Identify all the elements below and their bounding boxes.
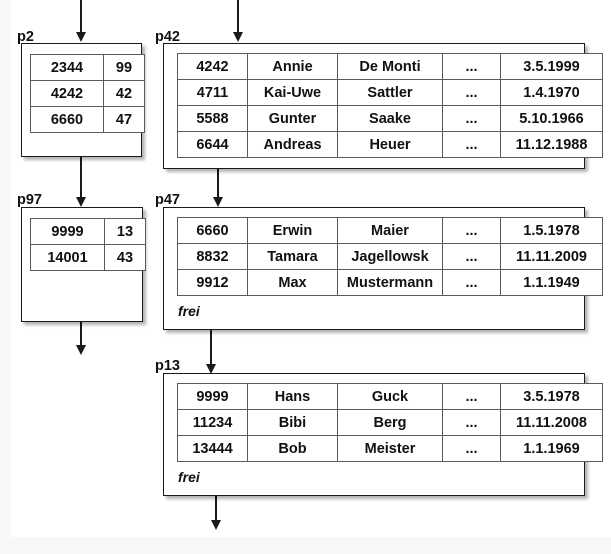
cell-lastname: Saake bbox=[337, 105, 443, 132]
cell-date: 5.10.1966 bbox=[500, 105, 603, 132]
table-row[interactable]: 6644 Andreas Heuer ... 11.12.1988 bbox=[177, 131, 603, 158]
free-space-label: frei bbox=[178, 469, 200, 485]
cell-more: ... bbox=[442, 383, 501, 410]
cell-id: 6644 bbox=[177, 131, 248, 158]
cell-more: ... bbox=[442, 217, 501, 244]
cell-date: 11.11.2009 bbox=[500, 243, 603, 270]
cell-more: ... bbox=[442, 131, 501, 158]
arrow-into-p42 bbox=[237, 0, 239, 33]
cell-id: 5588 bbox=[177, 105, 248, 132]
cell-firstname: Max bbox=[247, 269, 338, 296]
table-row[interactable]: 8832 Tamara Jagellowsk ... 11.11.2009 bbox=[177, 243, 603, 270]
block-p2[interactable]: 2344 99 4242 42 6660 47 bbox=[21, 43, 145, 157]
cell-date: 3.5.1978 bbox=[500, 383, 603, 410]
cell-more: ... bbox=[442, 243, 501, 270]
cell-firstname: Andreas bbox=[247, 131, 338, 158]
cell-date: 1.5.1978 bbox=[500, 217, 603, 244]
table-row[interactable]: 4711 Kai-Uwe Sattler ... 1.4.1970 bbox=[177, 79, 603, 106]
block-label-p97: p97 bbox=[17, 192, 42, 208]
table-row[interactable]: 9999 Hans Guck ... 3.5.1978 bbox=[177, 383, 603, 410]
cell-lastname: Maier bbox=[337, 217, 443, 244]
cell-more: ... bbox=[442, 409, 501, 436]
table-row[interactable]: 5588 Gunter Saake ... 5.10.1966 bbox=[177, 105, 603, 132]
cell-pointer: 47 bbox=[103, 106, 145, 133]
table-p13: 9999 Hans Guck ... 3.5.1978 11234 Bibi B… bbox=[177, 383, 603, 462]
block-label-p47: p47 bbox=[155, 192, 180, 208]
cell-date: 3.5.1999 bbox=[500, 53, 603, 80]
cell-date: 1.1.1969 bbox=[500, 435, 603, 462]
arrow-into-p2 bbox=[80, 0, 82, 33]
cell-id: 13444 bbox=[177, 435, 248, 462]
cell-key: 4242 bbox=[30, 80, 104, 107]
arrow-p2-to-p97 bbox=[80, 157, 82, 198]
cell-id: 8832 bbox=[177, 243, 248, 270]
cell-more: ... bbox=[442, 53, 501, 80]
arrow-p2-to-p47 bbox=[217, 165, 219, 198]
block-label-p2: p2 bbox=[17, 29, 34, 45]
cell-more: ... bbox=[442, 435, 501, 462]
cell-date: 11.12.1988 bbox=[500, 131, 603, 158]
cell-lastname: Guck bbox=[337, 383, 443, 410]
table-row[interactable]: 6660 Erwin Maier ... 1.5.1978 bbox=[177, 217, 603, 244]
cell-pointer: 43 bbox=[104, 244, 146, 271]
table-p97: 9999 13 14001 43 bbox=[30, 218, 146, 271]
cell-firstname: Bob bbox=[247, 435, 338, 462]
cell-firstname: Bibi bbox=[247, 409, 338, 436]
block-p42[interactable]: 4242 Annie De Monti ... 3.5.1999 4711 Ka… bbox=[163, 43, 603, 169]
cell-lastname: Sattler bbox=[337, 79, 443, 106]
table-row[interactable]: 2344 99 bbox=[30, 54, 145, 81]
cell-id: 4242 bbox=[177, 53, 248, 80]
cell-id: 4711 bbox=[177, 79, 248, 106]
block-label-p13: p13 bbox=[155, 358, 180, 374]
cell-more: ... bbox=[442, 269, 501, 296]
cell-date: 1.4.1970 bbox=[500, 79, 603, 106]
cell-firstname: Gunter bbox=[247, 105, 338, 132]
cell-lastname: Berg bbox=[337, 409, 443, 436]
table-row[interactable]: 6660 47 bbox=[30, 106, 145, 133]
cell-key: 2344 bbox=[30, 54, 104, 81]
block-p13[interactable]: 9999 Hans Guck ... 3.5.1978 11234 Bibi B… bbox=[163, 373, 603, 496]
cell-id: 11234 bbox=[177, 409, 248, 436]
cell-pointer: 13 bbox=[104, 218, 146, 245]
table-row[interactable]: 13444 Bob Meister ... 1.1.1969 bbox=[177, 435, 603, 462]
block-label-p42: p42 bbox=[155, 29, 180, 45]
cell-date: 1.1.1949 bbox=[500, 269, 603, 296]
cell-id: 9912 bbox=[177, 269, 248, 296]
cell-firstname: Tamara bbox=[247, 243, 338, 270]
block-p97[interactable]: 9999 13 14001 43 bbox=[21, 207, 146, 322]
cell-key: 6660 bbox=[30, 106, 104, 133]
cell-more: ... bbox=[442, 105, 501, 132]
table-row[interactable]: 14001 43 bbox=[30, 244, 146, 271]
cell-pointer: 99 bbox=[103, 54, 145, 81]
cell-id: 6660 bbox=[177, 217, 248, 244]
cell-date: 11.11.2008 bbox=[500, 409, 603, 436]
table-row[interactable]: 11234 Bibi Berg ... 11.11.2008 bbox=[177, 409, 603, 436]
table-p2: 2344 99 4242 42 6660 47 bbox=[30, 54, 145, 133]
cell-pointer: 42 bbox=[103, 80, 145, 107]
cell-firstname: Hans bbox=[247, 383, 338, 410]
cell-lastname: Heuer bbox=[337, 131, 443, 158]
cell-lastname: Mustermann bbox=[337, 269, 443, 296]
block-p47[interactable]: 6660 Erwin Maier ... 1.5.1978 8832 Tamar… bbox=[163, 207, 603, 330]
free-space-label: frei bbox=[178, 303, 200, 319]
table-row[interactable]: 9999 13 bbox=[30, 218, 146, 245]
cell-firstname: Annie bbox=[247, 53, 338, 80]
table-p42: 4242 Annie De Monti ... 3.5.1999 4711 Ka… bbox=[177, 53, 603, 158]
table-row[interactable]: 4242 42 bbox=[30, 80, 145, 107]
table-p47: 6660 Erwin Maier ... 1.5.1978 8832 Tamar… bbox=[177, 217, 603, 296]
arrow-p47-to-p13 bbox=[210, 330, 212, 365]
arrow-p97-down bbox=[80, 322, 82, 346]
cell-firstname: Kai-Uwe bbox=[247, 79, 338, 106]
cell-lastname: Meister bbox=[337, 435, 443, 462]
cell-id: 9999 bbox=[177, 383, 248, 410]
cell-key: 14001 bbox=[30, 244, 105, 271]
table-row[interactable]: 4242 Annie De Monti ... 3.5.1999 bbox=[177, 53, 603, 80]
cell-lastname: De Monti bbox=[337, 53, 443, 80]
cell-lastname: Jagellowsk bbox=[337, 243, 443, 270]
cell-key: 9999 bbox=[30, 218, 105, 245]
arrow-p13-down bbox=[215, 495, 217, 521]
table-row[interactable]: 9912 Max Mustermann ... 1.1.1949 bbox=[177, 269, 603, 296]
cell-firstname: Erwin bbox=[247, 217, 338, 244]
cell-more: ... bbox=[442, 79, 501, 106]
